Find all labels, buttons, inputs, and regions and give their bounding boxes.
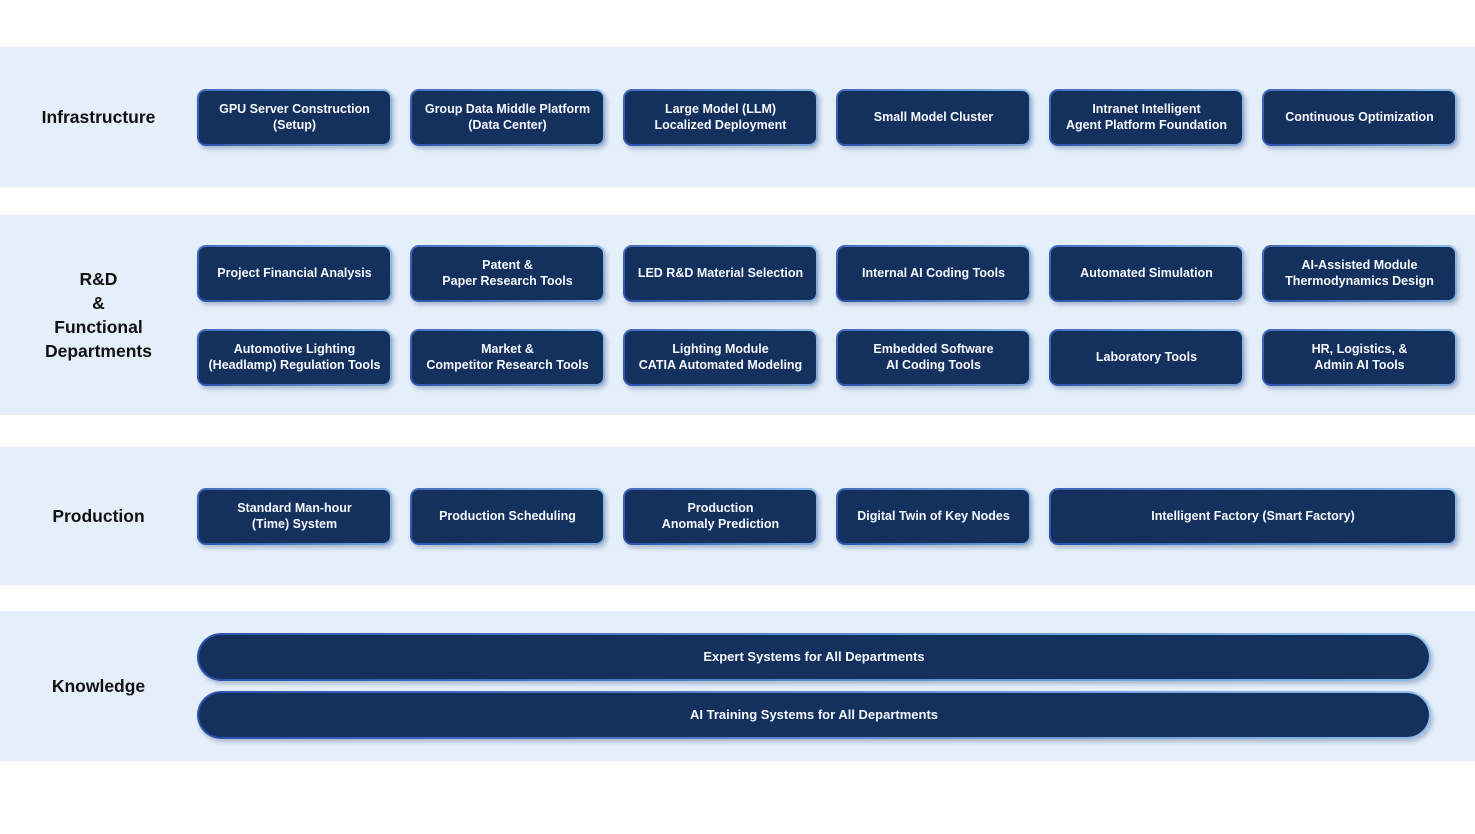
box-inner: AI-Assisted Module Thermodynamics Design [1264, 246, 1455, 300]
box-label: Laboratory Tools [1095, 350, 1198, 364]
box-inner: GPU Server Construction (Setup) [199, 90, 390, 144]
box-production-scheduling: Production Scheduling [410, 487, 605, 545]
box-label: Large Model (LLM) Localized Deployment [654, 102, 787, 132]
box-label: Group Data Middle Platform (Data Center) [424, 102, 591, 132]
box-label: Standard Man-hour (Time) System [237, 501, 352, 531]
rnd-boxes: Project Financial Analysis Patent & Pape… [197, 215, 1475, 415]
box-led-rnd-material-selection: LED R&D Material Selection [623, 244, 818, 302]
box-project-financial-analysis: Project Financial Analysis [197, 244, 392, 302]
box-market-competitor-research-tools: Market & Competitor Research Tools [410, 328, 605, 386]
bar-label: Expert Systems for All Departments [703, 649, 925, 664]
box-label: Digital Twin of Key Nodes [857, 509, 1010, 523]
box-inner: LED R&D Material Selection [625, 246, 816, 300]
box-hr-logistics-admin-ai-tools: HR, Logistics, & Admin AI Tools [1262, 328, 1457, 386]
box-label: Production Anomaly Prediction [661, 501, 780, 531]
box-inner: Intelligent Factory (Smart Factory) [1051, 489, 1455, 543]
box-label: Embedded Software AI Coding Tools [873, 342, 994, 372]
box-gpu-server-construction: GPU Server Construction (Setup) [197, 88, 392, 146]
band-label-column: R&D & Functional Departments [0, 215, 197, 415]
band-label-column: Production [0, 447, 197, 585]
box-inner: Laboratory Tools [1051, 330, 1242, 384]
box-inner: Group Data Middle Platform (Data Center) [412, 90, 603, 144]
box-label: Internal AI Coding Tools [861, 266, 1006, 280]
production-boxes: Standard Man-hour (Time) System Producti… [197, 447, 1475, 585]
box-digital-twin-key-nodes: Digital Twin of Key Nodes [836, 487, 1031, 545]
band-label-infrastructure: Infrastructure [41, 107, 156, 127]
box-standard-man-hour-system: Standard Man-hour (Time) System [197, 487, 392, 545]
box-patent-paper-research-tools: Patent & Paper Research Tools [410, 244, 605, 302]
bar-ai-training-systems: AI Training Systems for All Departments [197, 691, 1431, 739]
box-ai-assisted-thermodynamics-design: AI-Assisted Module Thermodynamics Design [1262, 244, 1457, 302]
bar-label: AI Training Systems for All Departments [689, 707, 939, 722]
box-inner: Automated Simulation [1051, 246, 1242, 300]
band-label-production: Production [52, 506, 145, 526]
box-automated-simulation: Automated Simulation [1049, 244, 1244, 302]
box-inner: Internal AI Coding Tools [838, 246, 1029, 300]
box-intranet-agent-platform: Intranet Intelligent Agent Platform Foun… [1049, 88, 1244, 146]
box-llm-localized-deployment: Large Model (LLM) Localized Deployment [623, 88, 818, 146]
box-inner: Market & Competitor Research Tools [412, 330, 603, 384]
box-label: Production Scheduling [439, 509, 576, 523]
box-label: Automated Simulation [1080, 266, 1213, 280]
box-inner: Lighting Module CATIA Automated Modeling [625, 330, 816, 384]
box-intelligent-factory: Intelligent Factory (Smart Factory) [1049, 487, 1457, 545]
box-inner: Continuous Optimization [1264, 90, 1455, 144]
box-label: Patent & Paper Research Tools [442, 258, 573, 288]
box-group-data-middle-platform: Group Data Middle Platform (Data Center) [410, 88, 605, 146]
box-continuous-optimization: Continuous Optimization [1262, 88, 1457, 146]
box-label: Market & Competitor Research Tools [426, 342, 589, 372]
box-label: LED R&D Material Selection [637, 266, 804, 280]
band-knowledge: Knowledge Expert Systems for All Departm… [0, 611, 1475, 761]
box-inner: HR, Logistics, & Admin AI Tools [1264, 330, 1455, 384]
box-label: Intelligent Factory (Smart Factory) [1151, 509, 1355, 523]
band-label-knowledge: Knowledge [51, 676, 146, 696]
box-inner: Intranet Intelligent Agent Platform Foun… [1051, 90, 1242, 144]
box-inner: Patent & Paper Research Tools [412, 246, 603, 300]
box-internal-ai-coding-tools: Internal AI Coding Tools [836, 244, 1031, 302]
box-label: AI-Assisted Module Thermodynamics Design [1285, 258, 1434, 288]
box-label: Intranet Intelligent Agent Platform Foun… [1065, 102, 1228, 132]
box-catia-automated-modeling: Lighting Module CATIA Automated Modeling [623, 328, 818, 386]
box-inner: Automotive Lighting (Headlamp) Regulatio… [199, 330, 390, 384]
box-small-model-cluster: Small Model Cluster [836, 88, 1031, 146]
band-rnd-functional-departments: R&D & Functional Departments Project Fin… [0, 215, 1475, 415]
band-label-rnd: R&D & Functional Departments [45, 269, 152, 361]
box-label: Lighting Module CATIA Automated Modeling [638, 342, 803, 372]
box-inner: Standard Man-hour (Time) System [199, 489, 390, 543]
box-label: Project Financial Analysis [217, 266, 372, 280]
box-label: HR, Logistics, & Admin AI Tools [1311, 342, 1408, 372]
box-inner: Project Financial Analysis [199, 246, 390, 300]
band-label-column: Knowledge [0, 611, 197, 761]
band-production: Production Standard Man-hour (Time) Syst… [0, 447, 1475, 585]
box-embedded-software-ai-coding-tools: Embedded Software AI Coding Tools [836, 328, 1031, 386]
box-automotive-lighting-regulation-tools: Automotive Lighting (Headlamp) Regulatio… [197, 328, 392, 386]
box-inner: Production Scheduling [412, 489, 603, 543]
box-inner: Production Anomaly Prediction [625, 489, 816, 543]
infrastructure-boxes: GPU Server Construction (Setup) Group Da… [197, 47, 1475, 187]
box-label: Continuous Optimization [1285, 110, 1434, 124]
box-label: Small Model Cluster [873, 110, 994, 124]
box-inner: AI Training Systems for All Departments [199, 693, 1429, 737]
box-label: Automotive Lighting (Headlamp) Regulatio… [208, 342, 381, 372]
box-label: GPU Server Construction (Setup) [219, 102, 370, 132]
box-laboratory-tools: Laboratory Tools [1049, 328, 1244, 386]
bar-expert-systems: Expert Systems for All Departments [197, 633, 1431, 681]
box-production-anomaly-prediction: Production Anomaly Prediction [623, 487, 818, 545]
band-infrastructure: Infrastructure GPU Server Construction (… [0, 47, 1475, 187]
box-inner: Large Model (LLM) Localized Deployment [625, 90, 816, 144]
knowledge-bars: Expert Systems for All Departments AI Tr… [197, 611, 1475, 761]
box-inner: Small Model Cluster [838, 90, 1029, 144]
band-label-column: Infrastructure [0, 47, 197, 187]
box-inner: Digital Twin of Key Nodes [838, 489, 1029, 543]
box-inner: Embedded Software AI Coding Tools [838, 330, 1029, 384]
box-inner: Expert Systems for All Departments [199, 635, 1429, 679]
